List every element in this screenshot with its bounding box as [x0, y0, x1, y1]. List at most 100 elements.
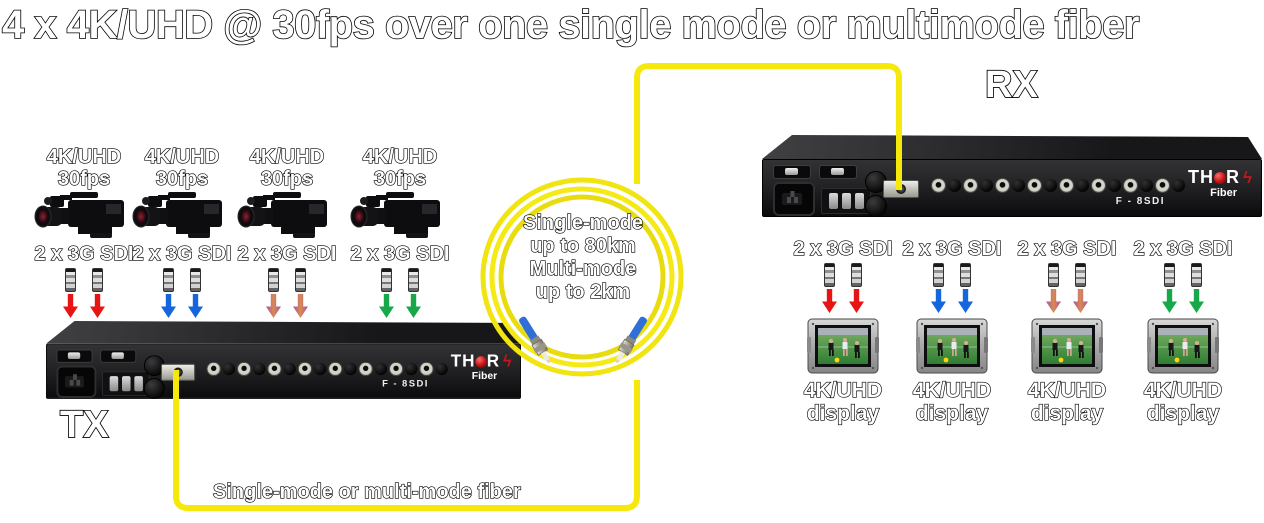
camera-icon — [34, 192, 124, 238]
bnc-connector-icon — [190, 268, 201, 292]
sdi-connector-row — [1162, 263, 1204, 313]
model-number: F - 8SDI — [1115, 196, 1165, 207]
monitor-icon — [1031, 318, 1103, 374]
bnc-connector-icon — [851, 263, 862, 287]
fiber-distance-note: Single-mode up to 80km Multi-mode up to … — [476, 211, 690, 304]
bnc-connector-icon — [381, 268, 392, 292]
camera-format-label: 4K/UHD — [362, 145, 438, 168]
sdi-label: 2 x 3G SDI — [793, 237, 893, 260]
camera-icon — [350, 192, 440, 238]
sdi-label: 2 x 3G SDI — [1017, 237, 1117, 260]
display-label-line2: display — [1030, 401, 1104, 425]
sdi-connector-row — [379, 268, 421, 318]
sdi-connector-row — [161, 268, 203, 318]
bnc-connector-icon — [960, 263, 971, 287]
fiber-line-to-rx — [634, 63, 902, 190]
fiber-line-from-tx — [173, 370, 640, 511]
bnc-connector-icon — [1164, 263, 1175, 287]
brand-sub-label: Fiber — [471, 370, 498, 382]
bnc-port-row — [931, 178, 1185, 193]
rx-label: RX — [984, 63, 1038, 107]
camera-group-3: 4K/UHD 30fps 2 x 3G SDI — [229, 145, 345, 318]
bnc-connector-icon — [295, 268, 306, 292]
tx-label: TX — [59, 403, 109, 447]
display-label-line2: display — [915, 401, 989, 425]
sdi-label: 2 x 3G SDI — [132, 242, 232, 265]
camera-group-1: 4K/UHD 30fps 2 x 3G SDI — [26, 145, 142, 318]
camera-rate-label: 30fps — [155, 167, 209, 190]
sdi-label: 2 x 3G SDI — [237, 242, 337, 265]
bnc-connector-icon — [92, 268, 103, 292]
brand-sub-label: Fiber — [1210, 187, 1237, 199]
bnc-connector-icon — [1075, 263, 1086, 287]
display-label-line2: display — [806, 401, 880, 425]
page-title: 4 x 4K/UHD @ 30fps over one single mode … — [1, 2, 1140, 48]
monitor-icon — [807, 318, 879, 374]
camera-group-4: 4K/UHD 30fps 2 x 3G SDI — [342, 145, 458, 318]
display-label-line1: 4K/UHD — [912, 378, 992, 402]
camera-rate-label: 30fps — [373, 167, 427, 190]
bnc-connector-icon — [1191, 263, 1202, 287]
power-switch — [56, 349, 93, 363]
coil-note-line: Single-mode — [522, 211, 643, 234]
power-switch — [819, 165, 857, 179]
fiber-coil — [480, 177, 684, 377]
thor-logo-ball-icon — [475, 356, 487, 368]
sdi-label: 2 x 3G SDI — [902, 237, 1002, 260]
sdi-connector-row — [63, 268, 105, 318]
monitor-icon — [916, 318, 988, 374]
display-label-line2: display — [1146, 401, 1220, 425]
model-number: F - 8SDI — [382, 378, 429, 390]
camera-rate-label: 30fps — [57, 167, 111, 190]
camera-group-2: 4K/UHD 30fps 2 x 3G SDI — [124, 145, 240, 318]
coil-note-line: up to 80km — [530, 234, 637, 257]
sdi-label: 2 x 3G SDI — [1133, 237, 1233, 260]
display-group-2: 2 x 3G SDI 4K/UHD display — [892, 237, 1012, 425]
display-group-3: 2 x 3G SDI 4K/UHD display — [1007, 237, 1127, 425]
monitor-icon — [1147, 318, 1219, 374]
fiber-connector-right — [615, 316, 647, 364]
dc-terminal-block — [821, 188, 871, 214]
sdi-label: 2 x 3G SDI — [350, 242, 450, 265]
coil-note-line: up to 2km — [535, 280, 631, 303]
display-label-line1: 4K/UHD — [1143, 378, 1223, 402]
display-label-line1: 4K/UHD — [803, 378, 883, 402]
bnc-connector-icon — [824, 263, 835, 287]
bnc-connector-icon — [1048, 263, 1059, 287]
thor-logo-ball-icon — [1214, 172, 1226, 184]
panel-knob — [143, 378, 165, 399]
fiber-connector-left — [519, 316, 551, 364]
camera-format-label: 4K/UHD — [249, 145, 325, 168]
camera-icon — [237, 192, 327, 238]
bnc-connector-icon — [408, 268, 419, 292]
bnc-connector-icon — [933, 263, 944, 287]
camera-icon — [132, 192, 222, 238]
bnc-connector-icon — [65, 268, 76, 292]
panel-knob — [865, 195, 887, 217]
sdi-connector-row — [822, 263, 864, 313]
camera-format-label: 4K/UHD — [144, 145, 220, 168]
lightning-bolt-icon: ϟ — [1243, 168, 1253, 187]
power-switch — [773, 165, 811, 179]
camera-rate-label: 30fps — [260, 167, 314, 190]
ac-power-inlet — [56, 365, 97, 398]
rx-chassis-lid — [762, 135, 1262, 159]
sdi-connector-row — [266, 268, 308, 318]
tx-chassis-lid — [46, 321, 521, 344]
fiber-type-label: Single-mode or multi-mode fiber — [212, 480, 521, 503]
sdi-connector-row — [1046, 263, 1088, 313]
camera-format-label: 4K/UHD — [46, 145, 122, 168]
lightning-bolt-icon: ϟ — [502, 352, 513, 371]
bnc-connector-icon — [163, 268, 174, 292]
display-label-line1: 4K/UHD — [1027, 378, 1107, 402]
sdi-label: 2 x 3G SDI — [34, 242, 134, 265]
coil-note-line: Multi-mode — [529, 257, 637, 280]
display-group-4: 2 x 3G SDI 4K/UHD display — [1123, 237, 1243, 425]
power-switch — [100, 349, 137, 363]
